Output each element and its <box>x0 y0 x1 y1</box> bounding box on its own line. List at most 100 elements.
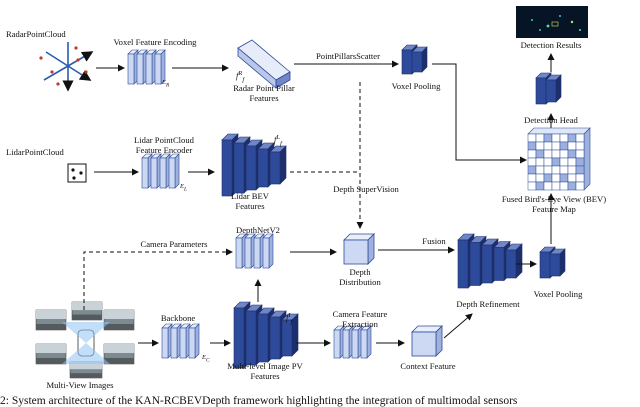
grid-cell <box>575 173 585 183</box>
label-fused-bev: Fused Bird's-Eye View (BEV)Feature Map <box>501 194 607 214</box>
slab-side <box>194 323 200 359</box>
grid-cell <box>535 173 545 183</box>
camera-image-road <box>104 358 134 364</box>
symbol-f-lidar: fLf <box>274 134 282 148</box>
layer-front <box>245 310 257 366</box>
slab-front <box>253 237 261 269</box>
voxel-pooling-top-block <box>401 44 428 75</box>
radar-pillar-features-block <box>237 39 291 89</box>
grid-cell <box>535 165 545 175</box>
slab-front <box>179 327 187 359</box>
grid-cell <box>527 165 537 175</box>
grid-cell <box>559 157 569 167</box>
layer-side <box>515 243 523 279</box>
voxel-feature-encoding-block <box>127 49 166 85</box>
layer-side <box>555 74 562 103</box>
layer-front <box>481 244 493 284</box>
camera-image-road <box>104 324 134 330</box>
depth-refinement-block <box>457 233 523 289</box>
slab-front <box>170 327 178 359</box>
slab-front <box>127 53 135 85</box>
layer-front <box>245 145 257 191</box>
label-camera-parameters: Camera Parameters <box>140 239 208 249</box>
grid-cell <box>527 141 537 151</box>
symbol-e-cam: EC <box>202 354 210 364</box>
grid-cell <box>575 181 585 191</box>
slab-front <box>161 327 169 359</box>
multilevel-pv-block <box>233 301 299 369</box>
grid-cell <box>559 173 569 183</box>
layer-front <box>269 151 281 185</box>
grid-cell <box>551 157 561 167</box>
layer-front <box>539 251 551 279</box>
grid-cell <box>543 149 553 159</box>
grid-cell <box>527 181 537 191</box>
grid-cell <box>551 133 561 143</box>
grid-cell <box>535 149 545 159</box>
slab-side <box>366 325 372 359</box>
grid-cell <box>543 173 553 183</box>
slab-side <box>268 233 274 269</box>
grid-cell <box>575 141 585 151</box>
layer-front <box>233 142 245 194</box>
slab-front <box>342 329 350 359</box>
slab-front <box>333 329 341 359</box>
grid-cell <box>559 133 569 143</box>
layer-side <box>279 145 287 185</box>
label-lidar-point-cloud: LidarPointCloud <box>6 147 64 157</box>
layer-front <box>457 239 469 289</box>
grid-cell <box>543 133 553 143</box>
lidar-feature-encoder-block <box>141 153 180 189</box>
camera-image-sky <box>36 310 66 319</box>
grid-cell <box>559 165 569 175</box>
label-detection-results: Detection Results <box>520 40 582 50</box>
lidar-bev-features-block <box>221 133 287 197</box>
layer-front <box>505 249 517 279</box>
slab-front <box>136 53 144 85</box>
camera-parameters-dashed-line <box>83 248 233 310</box>
backbone-block <box>161 323 200 359</box>
slab-front <box>159 157 167 189</box>
grid-top <box>527 127 591 135</box>
label-detection-head: Detection Head <box>524 115 578 125</box>
layer-front <box>269 316 281 360</box>
slab-front <box>188 327 196 359</box>
slab-front <box>360 329 368 359</box>
grid-side <box>583 127 591 191</box>
slab-front <box>262 237 270 269</box>
grid-cell <box>543 165 553 175</box>
grid-cell <box>567 133 577 143</box>
camera-fov-icon <box>62 343 110 364</box>
grid-cell <box>559 149 569 159</box>
label-radar-point-cloud: RadarPointCloud <box>6 29 66 39</box>
grid-cell <box>543 157 553 167</box>
label-pointpillars-scatter: PointPillarsScatter <box>316 51 380 61</box>
grid-cell <box>567 141 577 151</box>
camera-image-sky <box>104 344 134 353</box>
grid-cell <box>535 133 545 143</box>
slab-front <box>235 237 243 269</box>
slab-front <box>168 157 176 189</box>
multi-view-images <box>35 301 135 379</box>
layer-side <box>559 248 566 277</box>
label-context-feature: Context Feature <box>400 361 456 371</box>
camera-fov-icon <box>62 322 110 343</box>
grid-cell <box>527 149 537 159</box>
camera-feature-extraction-block <box>333 325 372 359</box>
symbol-e-lidar: EL <box>180 183 187 193</box>
grid-cell <box>567 157 577 167</box>
grid-cell <box>575 149 585 159</box>
grid-cell <box>575 165 585 175</box>
slab-front <box>150 157 158 189</box>
layer-front <box>233 307 245 369</box>
grid-cell <box>535 141 545 151</box>
detection-head-block <box>535 72 562 105</box>
symbol-f-radar: fRf <box>236 70 245 84</box>
